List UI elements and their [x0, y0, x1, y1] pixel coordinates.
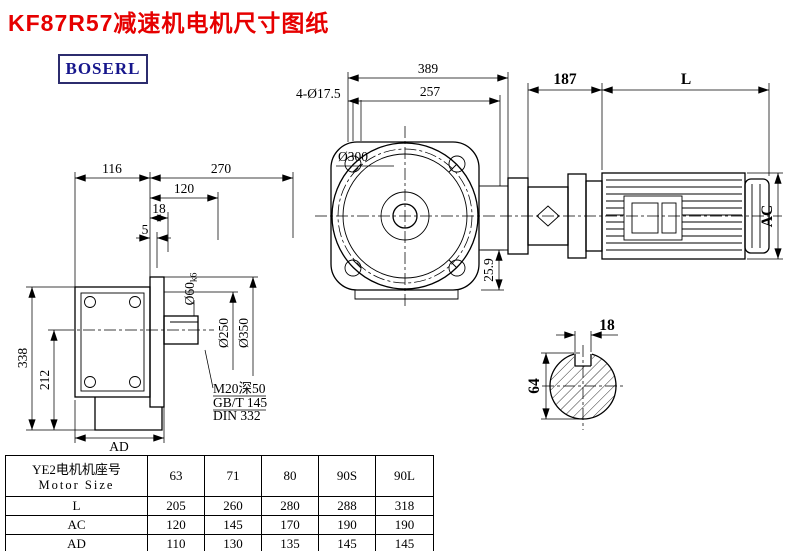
- dim-5-label: 5: [142, 222, 149, 237]
- dim-212-label: 212: [37, 370, 52, 390]
- dimension-value: 145: [318, 534, 376, 551]
- size-column-header: 90L: [375, 455, 434, 497]
- dim-187-label: 187: [553, 71, 577, 88]
- table-header-row: YE2电机机座号 Motor Size 63 71 80 90S 90L: [5, 455, 434, 497]
- thread-note-label: M20深50: [213, 381, 266, 396]
- dimension-value: 145: [375, 534, 434, 551]
- table-header-cell: YE2电机机座号 Motor Size: [5, 455, 148, 497]
- shaft-section-view: 18 64: [526, 317, 624, 430]
- table-row-AD: AD 110 130 135 145 145: [5, 534, 434, 551]
- dim-L-label: L: [681, 71, 691, 88]
- brand-logo: BOSERL: [58, 54, 148, 84]
- std-note-din-label: DIN 332: [213, 408, 261, 423]
- dim-AD-label: AD: [109, 439, 129, 454]
- shaft-section-diameter-label: 64: [526, 378, 543, 394]
- dimension-value: 280: [261, 496, 319, 516]
- std-note-gbt-label: GB/T 145: [213, 395, 267, 410]
- size-column-header: 71: [204, 455, 262, 497]
- row-label: AC: [5, 515, 148, 535]
- spigot-diameter-label: Ø250: [216, 318, 231, 348]
- dimension-value: 130: [204, 534, 262, 551]
- dimension-value: 120: [147, 515, 205, 535]
- page-title: KF87R57减速机电机尺寸图纸: [8, 10, 330, 36]
- oil-plug-icon: [536, 205, 560, 227]
- front-view: 389 257 4-Ø17.5 Ø300 25.9: [296, 61, 509, 306]
- size-column-header: 63: [147, 455, 205, 497]
- dimension-value: 318: [375, 496, 434, 516]
- dim-338-label: 338: [15, 348, 30, 369]
- row-label: L: [5, 496, 148, 516]
- dim-bolt-holes-label: 4-Ø17.5: [296, 86, 341, 101]
- dim-120-label: 120: [174, 181, 195, 196]
- motor-side-view: 187 L AC: [500, 71, 783, 260]
- table-header-cn: YE2电机机座号: [32, 462, 121, 477]
- flange-diameter-label: Ø350: [236, 318, 251, 348]
- dim-offset-label: 25.9: [481, 258, 496, 282]
- dim-AC-label: AC: [759, 205, 776, 227]
- dimension-value: 205: [147, 496, 205, 516]
- dimension-value: 288: [318, 496, 376, 516]
- dim-flange-diameter-label: Ø300: [338, 149, 368, 164]
- dim-257-label: 257: [420, 84, 441, 99]
- dimension-value: 190: [318, 515, 376, 535]
- key-width-label: 18: [599, 317, 615, 334]
- dimension-value: 145: [204, 515, 262, 535]
- gearbox-side-view: 116 270 120 18 5 338 212 AD Ø60k6 Ø250 Ø…: [15, 161, 294, 454]
- motor-size-table: YE2电机机座号 Motor Size 63 71 80 90S 90L L 2…: [5, 455, 434, 551]
- table-row-L: L 205 260 280 288 318: [5, 496, 434, 516]
- dimension-value: 190: [375, 515, 434, 535]
- dim-270-label: 270: [211, 161, 232, 176]
- output-flange: [149, 276, 165, 408]
- dim-389-label: 389: [418, 61, 439, 76]
- dimension-value: 110: [147, 534, 205, 551]
- dimension-value: 170: [261, 515, 319, 535]
- dim-18-label: 18: [152, 201, 166, 216]
- dimension-value: 135: [261, 534, 319, 551]
- shaft-diameter-label: Ø60k6: [182, 272, 200, 305]
- size-column-header: 80: [261, 455, 319, 497]
- row-label: AD: [5, 534, 148, 551]
- table-header-en: Motor Size: [38, 478, 115, 492]
- table-row-AC: AC 120 145 170 190 190: [5, 515, 434, 535]
- dimension-value: 260: [204, 496, 262, 516]
- size-column-header: 90S: [318, 455, 376, 497]
- dim-116-label: 116: [102, 161, 122, 176]
